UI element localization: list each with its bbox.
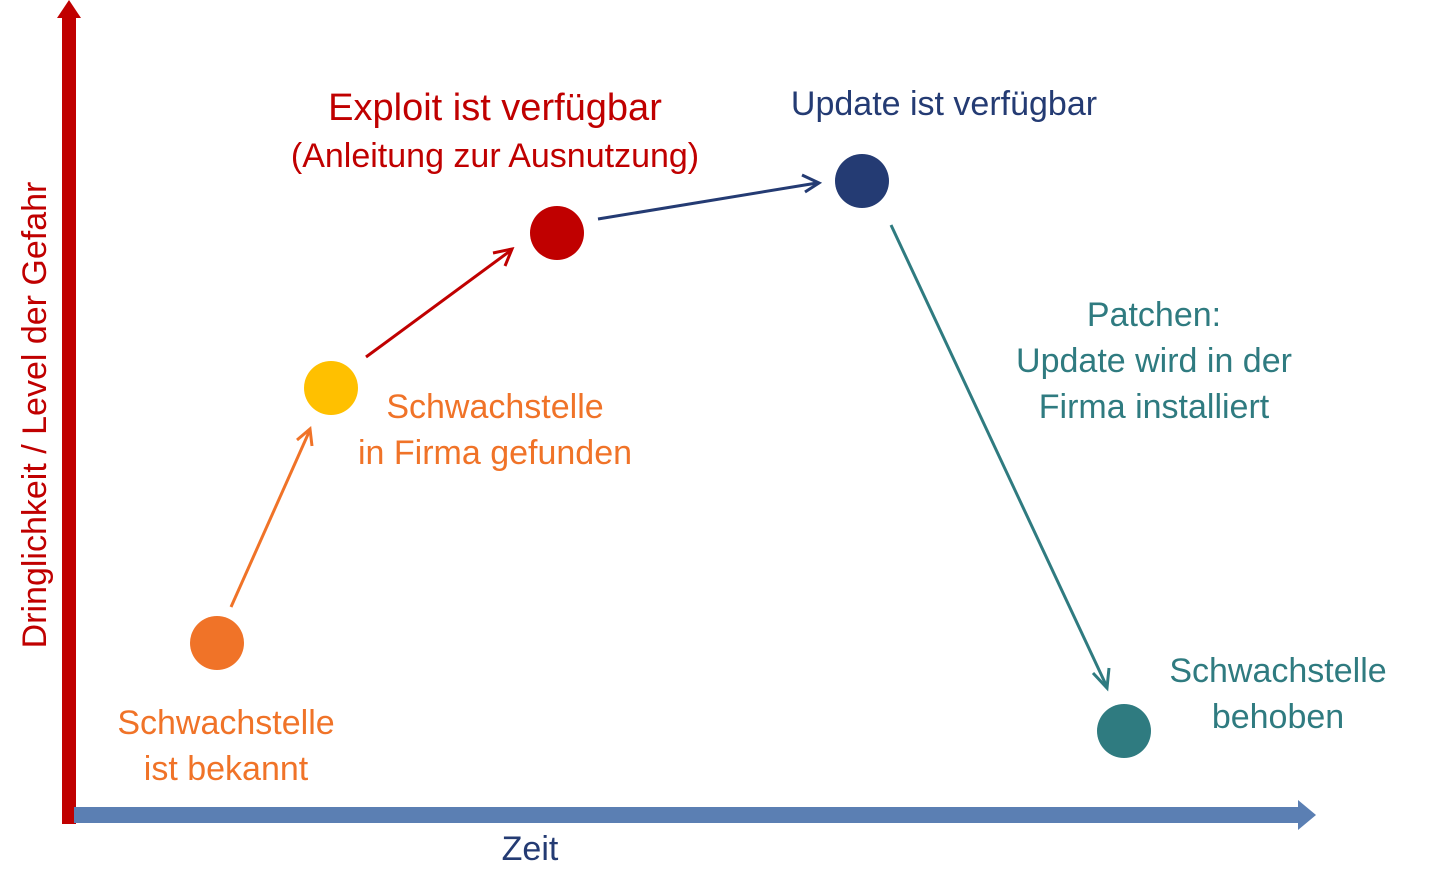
arrow-exploit-to-update [597, 173, 823, 221]
label-line: Schwachstelle [117, 704, 335, 742]
label-schwachstelle-gefunden: Schwachstelle in Firma gefunden [330, 384, 660, 476]
label-line: Exploit ist verfügbar [328, 87, 662, 129]
label-line: in Firma gefunden [357, 434, 633, 472]
node-exploit [530, 206, 584, 260]
label-line: Schwachstelle [1169, 652, 1387, 690]
arrow-gefunden-to-exploit [365, 246, 515, 359]
y-axis-label: Dringlichkeit / Level der Gefahr [16, 181, 54, 649]
label-line: Schwachstelle [386, 388, 604, 426]
label-exploit-verfuegbar: Exploit ist verfügbar (Anleitung zur Aus… [230, 84, 760, 180]
arrow-bekannt-to-gefunden [229, 426, 314, 608]
label-schwachstelle-behoben: Schwachstelle behoben [1140, 648, 1416, 740]
y-axis [57, 0, 81, 824]
x-axis-label: Zeit [501, 830, 559, 868]
label-line: (Anleitung zur Ausnutzung) [290, 137, 700, 175]
label-line: Update ist verfügbar [790, 85, 1098, 123]
label-line: behoben [1211, 698, 1345, 736]
node-update [835, 154, 889, 208]
label-line: ist bekannt [143, 750, 309, 788]
label-patchen: Patchen: Update wird in der Firma instal… [974, 292, 1334, 430]
node-bekannt [190, 616, 244, 670]
label-line: Update wird in der [1016, 342, 1292, 380]
arrow-update-to-behoben [889, 224, 1111, 692]
label-schwachstelle-bekannt: Schwachstelle ist bekannt [96, 700, 356, 792]
node-gefunden [304, 361, 358, 415]
node-behoben [1097, 704, 1151, 758]
x-axis [74, 800, 1316, 830]
label-line: Firma installiert [1038, 388, 1270, 426]
label-update-verfuegbar: Update ist verfügbar [744, 81, 1144, 127]
label-line: Patchen: [1086, 296, 1222, 334]
